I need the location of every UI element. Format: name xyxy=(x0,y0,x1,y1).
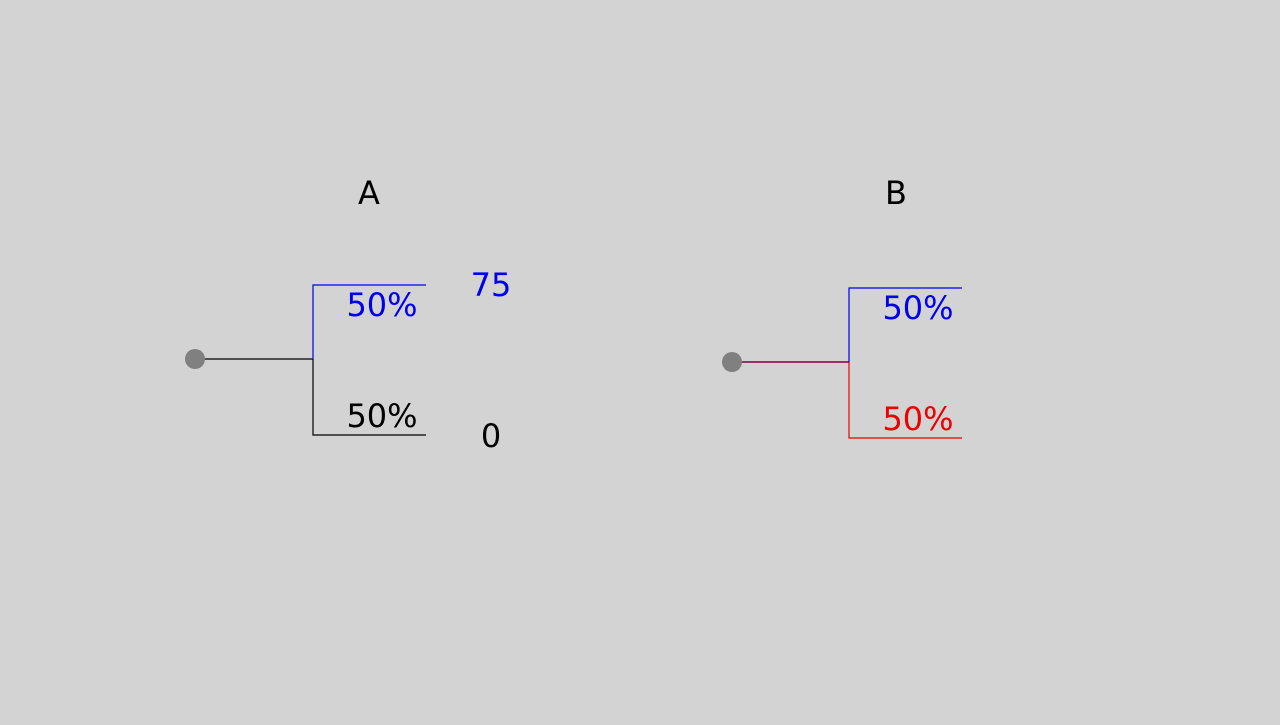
lottery-b-upper-branch xyxy=(848,287,962,362)
lottery-a-lower-outcome: 0 xyxy=(481,417,501,455)
lottery-b-lower-branch xyxy=(848,362,962,439)
lottery-b-upper-probability: 50% xyxy=(882,289,953,327)
lottery-a: A 50% 50% 75 0 xyxy=(185,174,511,455)
lottery-a-upper-branch xyxy=(312,284,426,359)
lottery-a-lower-branch xyxy=(312,359,426,436)
lottery-b-title: B xyxy=(885,174,907,212)
lottery-a-upper-probability: 50% xyxy=(346,286,417,324)
lottery-a-upper-outcome: 75 xyxy=(471,266,512,304)
lottery-a-lower-probability: 50% xyxy=(346,397,417,435)
lottery-b: B 50% 50% xyxy=(722,174,962,439)
lottery-a-chance-node xyxy=(185,349,205,369)
lottery-b-lower-probability: 50% xyxy=(882,400,953,438)
lottery-a-title: A xyxy=(358,174,380,212)
lottery-b-chance-node xyxy=(722,352,742,372)
